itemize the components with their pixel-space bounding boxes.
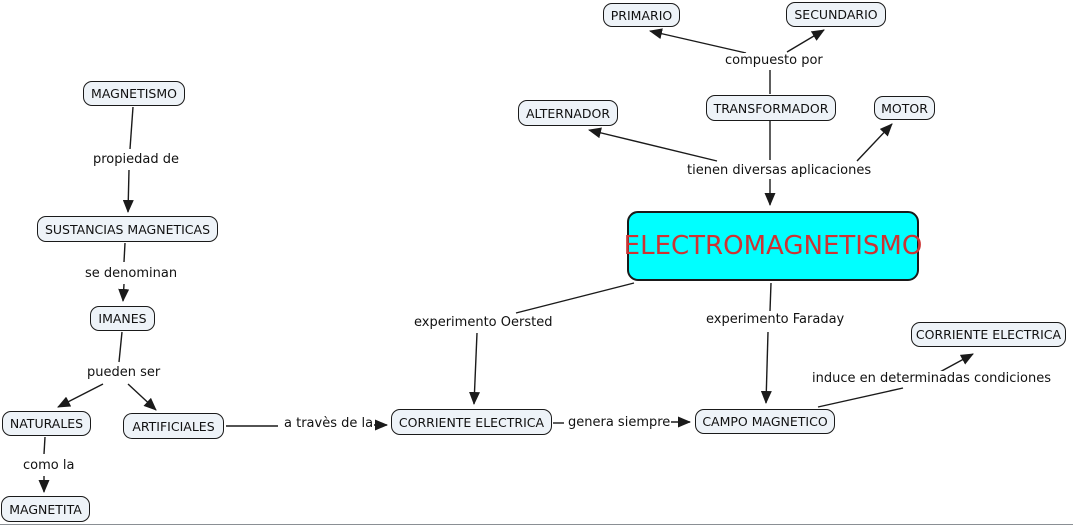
edge-campo-to-induce xyxy=(817,387,904,408)
edge-puedenser-to-naturales xyxy=(57,383,104,408)
node-alternador[interactable]: ALTERNADOR xyxy=(518,100,618,126)
link-label-genera-siempre[interactable]: genera siempre xyxy=(567,415,672,430)
link-label-pueden-ser[interactable]: pueden ser xyxy=(86,365,162,380)
edge-electromagnetismo-to-faraday xyxy=(769,282,772,312)
node-magnetita[interactable]: MAGNETITA xyxy=(1,496,90,522)
edge-electromagnetismo-to-oersted xyxy=(515,282,635,314)
node-primario[interactable]: PRIMARIO xyxy=(603,3,680,27)
link-label-experimento-faraday[interactable]: experimento Faraday xyxy=(705,312,846,327)
edge-tienen-to-alternador xyxy=(588,127,718,162)
node-secundario[interactable]: SECUNDARIO xyxy=(786,2,886,27)
edge-oersted-to-corriente xyxy=(469,332,481,405)
edge-compuesto-por-to-secundario xyxy=(786,29,825,53)
link-label-a-traves-de-la[interactable]: a travès de la xyxy=(283,416,375,431)
edge-sustancias-to-sedenominan xyxy=(123,242,126,263)
node-naturales[interactable]: NATURALES xyxy=(2,411,91,436)
link-label-tienen-diversas-aplicaciones[interactable]: tienen diversas aplicaciones xyxy=(686,163,873,178)
edge-puedenser-to-artificiales xyxy=(127,383,157,411)
node-electromagnetismo[interactable]: ELECTROMAGNETISMO xyxy=(624,211,922,281)
edge-tienen-to-motor xyxy=(856,123,893,162)
node-sustancias-magneticas[interactable]: SUSTANCIAS MAGNETICAS xyxy=(37,216,218,242)
edge-faraday-to-campo xyxy=(760,331,772,404)
link-label-se-denominan[interactable]: se denominan xyxy=(84,266,179,281)
node-corriente-electrica-inferior[interactable]: CORRIENTE ELECTRICA xyxy=(391,409,552,435)
edge-magnetismo-to-propiedad xyxy=(129,106,134,150)
edge-imanes-to-puedenser xyxy=(118,331,123,363)
link-label-como-la[interactable]: como la xyxy=(22,458,76,473)
node-artificiales[interactable]: ARTIFICIALES xyxy=(123,413,224,439)
edge-propiedad-to-sustancias xyxy=(122,169,134,213)
edge-naturales-to-comola xyxy=(43,436,46,455)
link-label-compuesto-por[interactable]: compuesto por xyxy=(724,53,824,68)
node-corriente-electrica-superior[interactable]: CORRIENTE ELECTRICA xyxy=(911,322,1066,347)
node-motor[interactable]: MOTOR xyxy=(874,96,935,120)
link-label-propiedad-de[interactable]: propiedad de xyxy=(92,152,180,167)
node-campo-magnetico[interactable]: CAMPO MAGNETICO xyxy=(695,409,835,434)
link-label-experimento-oersted[interactable]: experimento Oersted xyxy=(413,315,554,330)
link-label-induce-en-determinadas-condiciones[interactable]: induce en determinadas condiciones xyxy=(811,371,1052,386)
edge-sedenominan-to-imanes xyxy=(118,283,130,302)
node-imanes[interactable]: IMANES xyxy=(90,306,155,331)
edge-compuesto-por-to-primario xyxy=(649,28,747,54)
edge-induce-to-corriente-superior xyxy=(937,353,974,374)
node-magnetismo[interactable]: MAGNETISMO xyxy=(83,81,185,106)
node-transformador[interactable]: TRANSFORMADOR xyxy=(706,95,836,121)
